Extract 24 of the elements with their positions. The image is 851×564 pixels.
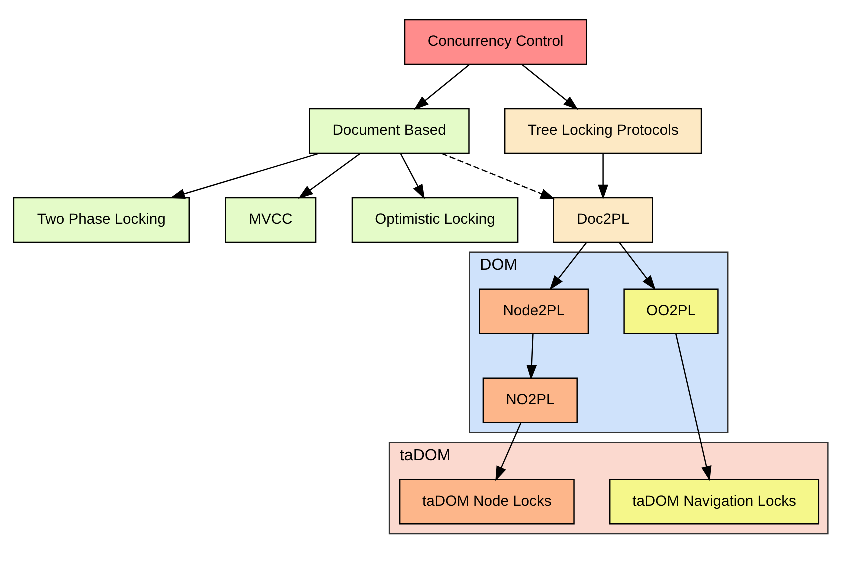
arrow xyxy=(549,242,587,290)
arrow xyxy=(414,64,470,110)
node-box: Tree Locking Protocols xyxy=(504,108,702,154)
arrow xyxy=(298,153,360,199)
arrow xyxy=(400,154,424,200)
node-box: Concurrency Control xyxy=(404,19,587,66)
arrow xyxy=(495,423,522,482)
arrow xyxy=(441,153,555,200)
node-box: taDOM Node Locks xyxy=(398,479,574,525)
node-box: OO2PL xyxy=(623,288,718,335)
arrow xyxy=(618,242,656,290)
node-box: taDOM Navigation Locks xyxy=(608,479,820,525)
node-box: Document Based xyxy=(308,108,470,154)
node-box: Doc2PL xyxy=(552,197,653,244)
node-box: Node2PL xyxy=(478,288,589,335)
arrow xyxy=(675,334,712,482)
node-box: Optimistic Locking xyxy=(351,197,518,244)
node-box: Two Phase Locking xyxy=(12,197,190,244)
arrow xyxy=(598,154,608,200)
node-box: MVCC xyxy=(224,197,316,244)
arrow xyxy=(170,152,320,200)
node-box: NO2PL xyxy=(482,378,578,424)
arrow xyxy=(522,64,578,110)
arrow xyxy=(526,334,537,380)
